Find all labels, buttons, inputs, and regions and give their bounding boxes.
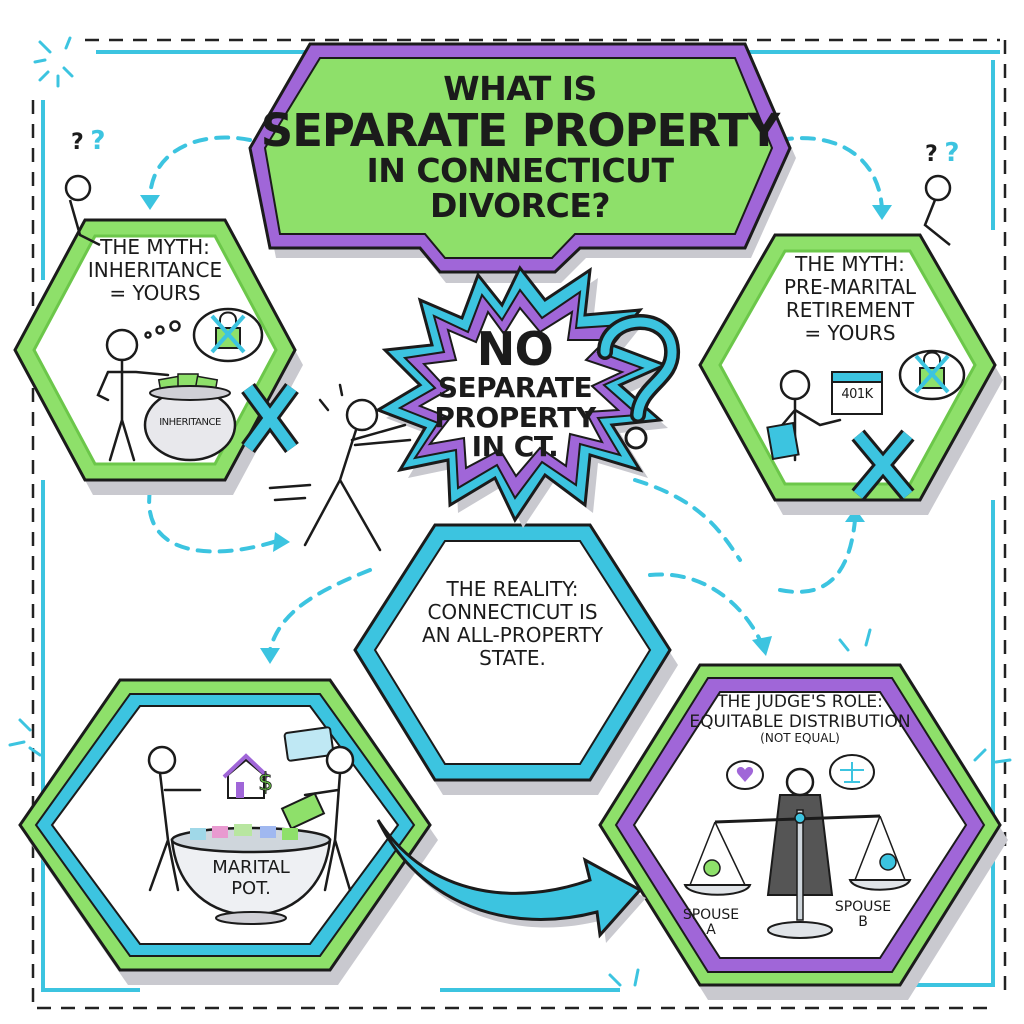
reality-line-3: AN ALL-PROPERTY bbox=[421, 623, 604, 647]
judge-subtitle: (NOT EQUAL) bbox=[760, 731, 840, 746]
money-stack-icon bbox=[280, 792, 326, 830]
burst-line-2: SEPARATE bbox=[437, 371, 593, 405]
tablet-icon bbox=[766, 421, 800, 461]
reality-text: THE REALITY: CONNECTICUT IS AN ALL-PROPE… bbox=[385, 578, 640, 670]
inheritance-pot-label: INHERITANCE bbox=[159, 417, 221, 428]
spouse-b-line-2: B bbox=[858, 914, 868, 931]
sparkle-icon bbox=[8, 36, 1012, 987]
arrowhead-icon bbox=[140, 195, 892, 664]
heart-speech-bubble-icon bbox=[726, 760, 764, 790]
myth-inheritance-line-2: INHERITANCE bbox=[87, 258, 223, 282]
stick-figure-running bbox=[268, 383, 412, 552]
dollar-sign-icon: $ bbox=[258, 768, 274, 797]
judge-line-1: THE JUDGE'S ROLE: bbox=[717, 692, 883, 712]
title-line-3: IN CONNECTICUT bbox=[366, 150, 674, 190]
page-title: WHAT IS SEPARATE PROPERTY IN CONNECTICUT… bbox=[260, 69, 780, 225]
title-line-1: WHAT IS bbox=[443, 69, 597, 108]
x-mark-icon bbox=[243, 384, 913, 499]
burst-text: NO SEPARATE PROPERTY IN CT. bbox=[420, 322, 610, 464]
marital-pot-line-2: POT. bbox=[231, 877, 271, 899]
dashed-connectors bbox=[147, 135, 884, 652]
credit-card-icon bbox=[283, 726, 335, 762]
burst-line-3: PROPERTY bbox=[434, 400, 596, 434]
inheritance-pot-icon bbox=[143, 373, 237, 462]
marital-pot-label: MARITAL POT. bbox=[201, 857, 301, 899]
question-mark-icon: ? bbox=[944, 138, 960, 168]
myth-inheritance-text: THE MYTH: INHERITANCE = YOURS bbox=[70, 236, 240, 305]
myth-retirement-line-3: RETIREMENT bbox=[785, 298, 915, 322]
myth-inheritance-line-1: THE MYTH: bbox=[100, 235, 210, 259]
big-arrow-icon bbox=[376, 819, 646, 943]
myth-retirement-line-1: THE MYTH: bbox=[795, 252, 905, 276]
burst-line-1: NO bbox=[476, 322, 554, 376]
question-marks-left: ? ? bbox=[58, 126, 118, 156]
question-mark-icon: ? bbox=[70, 130, 84, 155]
myth-retirement-text: THE MYTH: PRE-MARITAL RETIREMENT = YOURS bbox=[765, 253, 935, 345]
reality-line-4: STATE. bbox=[479, 646, 546, 670]
reality-line-2: CONNECTICUT IS bbox=[427, 600, 598, 624]
marital-pot-bowl-icon bbox=[170, 824, 332, 925]
myth-retirement-line-4: = YOURS bbox=[804, 321, 896, 345]
confused-figure-right bbox=[923, 174, 952, 246]
house-icon bbox=[222, 753, 270, 799]
myth-inheritance-line-3: = YOURS bbox=[109, 281, 201, 305]
burst-line-4: IN CT. bbox=[471, 430, 559, 464]
question-marks-right: ? ? bbox=[912, 138, 972, 168]
calendar-401k-label: 401K bbox=[841, 387, 873, 402]
spouse-b-label: SPOUSE B bbox=[828, 899, 898, 931]
judge-line-2: EQUITABLE DISTRIBUTION bbox=[689, 711, 911, 732]
question-mark-icon bbox=[597, 314, 680, 450]
stick-figure-angry bbox=[96, 320, 181, 462]
scales-thought-bubble-icon bbox=[829, 754, 875, 790]
question-mark-icon: ? bbox=[90, 126, 106, 156]
reality-line-1: THE REALITY: bbox=[446, 577, 579, 601]
judge-figure bbox=[714, 767, 881, 939]
spouse-a-line-1: SPOUSE bbox=[682, 907, 740, 923]
cloud-lock-icon bbox=[192, 307, 264, 363]
title-line-2: SEPARATE PROPERTY bbox=[260, 103, 780, 157]
svg-text:$: $ bbox=[258, 768, 273, 796]
confused-figure-left bbox=[64, 174, 101, 247]
question-mark-icon: ? bbox=[924, 142, 938, 167]
spouse-a-line-2: A bbox=[706, 922, 716, 939]
reality-panel bbox=[353, 523, 678, 795]
cloud-lock-icon bbox=[898, 349, 966, 401]
title-banner bbox=[248, 42, 796, 283]
scale-pan-right bbox=[848, 815, 912, 891]
spouse-a-label: SPOUSE A bbox=[676, 907, 746, 939]
title-line-4: DIVORCE? bbox=[430, 185, 611, 225]
calendar-401k-icon bbox=[831, 371, 883, 415]
judge-text: THE JUDGE'S ROLE: EQUITABLE DISTRIBUTION… bbox=[660, 692, 940, 746]
spouse-b-line-1: SPOUSE bbox=[834, 899, 892, 915]
myth-retirement-line-2: PRE-MARITAL bbox=[783, 275, 917, 299]
scale-pan-left bbox=[683, 821, 752, 896]
marital-pot-line-1: MARITAL bbox=[212, 857, 290, 878]
stick-figures-pot bbox=[147, 745, 355, 892]
